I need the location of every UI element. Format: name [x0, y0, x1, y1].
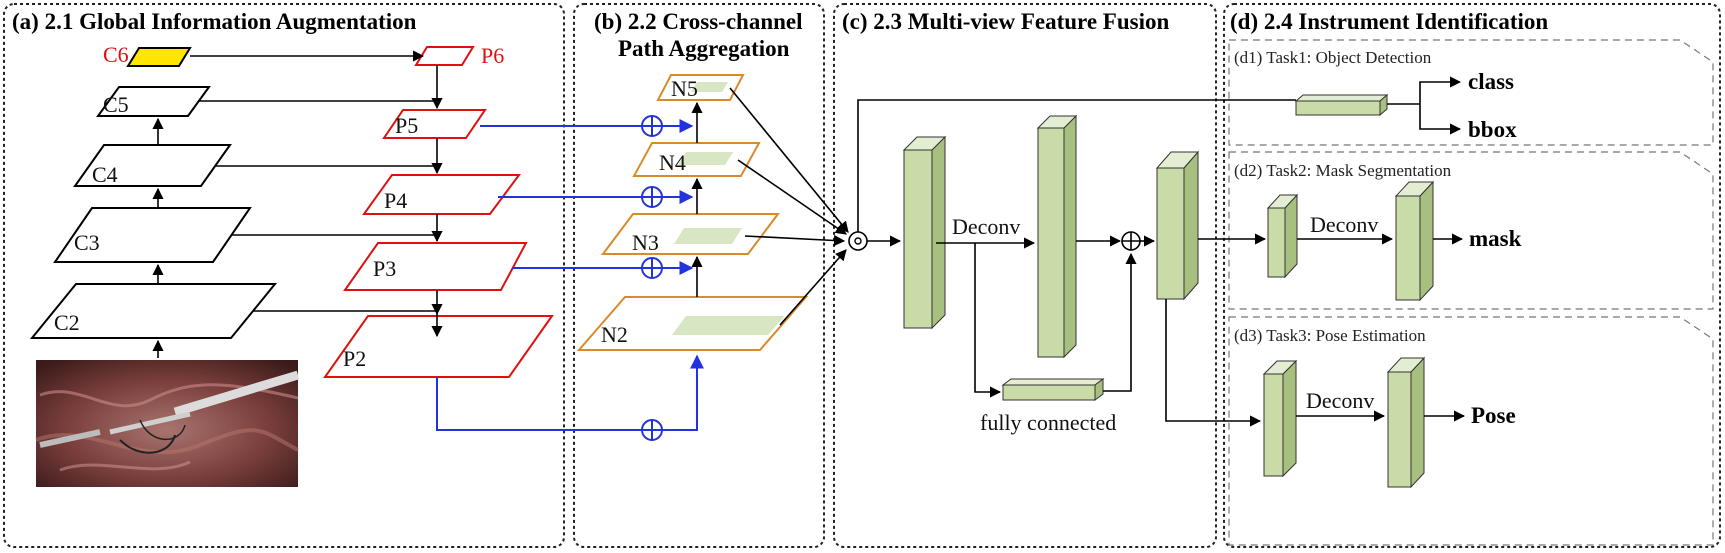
label-n5: N5 — [671, 76, 698, 101]
feature-cube-c3 — [1155, 150, 1200, 301]
feature-p4 — [362, 174, 521, 215]
task3-box — [1228, 316, 1714, 546]
task2-cube-large — [1394, 180, 1435, 302]
label-deconv-c: Deconv — [952, 214, 1020, 239]
section-a-box — [3, 3, 565, 548]
label-c4: C4 — [92, 162, 118, 187]
section-d-title: (d) 2.4 Instrument Identification — [1230, 9, 1548, 34]
section-d-box — [1223, 3, 1721, 548]
label-p6: P6 — [481, 43, 504, 68]
task1-box — [1228, 39, 1714, 146]
task3-cube-large — [1386, 356, 1426, 489]
label-p5: P5 — [395, 113, 418, 138]
task2-cube-small — [1266, 193, 1299, 279]
feature-c3 — [53, 207, 252, 263]
label-p4: P4 — [384, 188, 407, 213]
label-c6: C6 — [103, 42, 129, 67]
feature-p2 — [323, 315, 554, 378]
blue-p2-n2 — [436, 354, 704, 431]
label-fully-connected: fully connected — [980, 410, 1116, 435]
label-p3: P3 — [373, 256, 396, 281]
section-c-title: (c) 2.3 Multi-view Feature Fusion — [842, 9, 1169, 34]
task3-title: (d3) Task3: Pose Estimation — [1234, 326, 1426, 345]
arrow-to-class — [1419, 76, 1462, 104]
n4-inner — [678, 152, 733, 165]
arrow-n3-concat — [744, 234, 846, 247]
plus-node-p2 — [641, 419, 663, 441]
feature-c6 — [126, 47, 192, 67]
section-b-title: (b) 2.2 Cross-channel — [594, 9, 803, 34]
path-cube1-fc — [974, 243, 1002, 398]
n5-inner — [691, 82, 728, 92]
arrow-cube3-task3 — [1165, 299, 1262, 427]
label-c5: C5 — [103, 92, 129, 117]
plus-node-p3 — [641, 257, 663, 279]
plus-node-p4 — [641, 186, 663, 208]
feature-c5 — [96, 86, 211, 117]
section-b-subtitle: Path Aggregation — [618, 36, 790, 61]
output-mask: mask — [1469, 226, 1522, 251]
task1-fc-bar — [1294, 93, 1389, 117]
label-n4: N4 — [659, 150, 686, 175]
section-b-box — [573, 3, 825, 548]
arrow-n5-concat — [729, 87, 849, 233]
surgical-image — [35, 360, 300, 487]
section-c-box — [833, 3, 1217, 548]
n2-inner — [672, 316, 785, 335]
feature-c2 — [29, 283, 278, 339]
task2-box — [1228, 151, 1714, 310]
plus-node-p5 — [641, 115, 663, 137]
label-c2: C2 — [54, 310, 80, 335]
label-n2: N2 — [601, 322, 628, 347]
arrow-to-bbox — [1419, 104, 1462, 135]
output-bbox: bbox — [1468, 117, 1517, 142]
task1-title: (d1) Task1: Object Detection — [1234, 48, 1432, 67]
output-class: class — [1468, 69, 1514, 94]
concat-node — [848, 231, 868, 251]
feature-cube-c1 — [902, 135, 947, 330]
feature-p3 — [343, 242, 528, 291]
task2-title: (d2) Task2: Mask Segmentation — [1234, 161, 1452, 180]
output-pose: Pose — [1471, 403, 1516, 428]
label-deconv-task3: Deconv — [1306, 388, 1374, 413]
path-fc-plus — [1103, 252, 1137, 392]
label-n3: N3 — [632, 230, 659, 255]
task3-cube-small — [1262, 359, 1298, 478]
label-p2: P2 — [343, 346, 366, 371]
label-c3: C3 — [74, 230, 100, 255]
feature-p6 — [414, 46, 475, 66]
feature-c4 — [73, 144, 232, 187]
n3-inner — [674, 228, 742, 244]
fully-connected-bar — [1001, 378, 1105, 401]
path-concat-task1 — [857, 99, 1296, 232]
plus-node-fusion — [1121, 231, 1141, 251]
feature-p5 — [382, 109, 487, 139]
section-a-title: (a) 2.1 Global Information Augmentation — [12, 9, 417, 34]
arrow-n4-concat — [737, 159, 847, 235]
arrow-n2-concat — [779, 249, 847, 326]
label-deconv-task2: Deconv — [1310, 212, 1378, 237]
feature-cube-c2 — [1036, 114, 1078, 359]
